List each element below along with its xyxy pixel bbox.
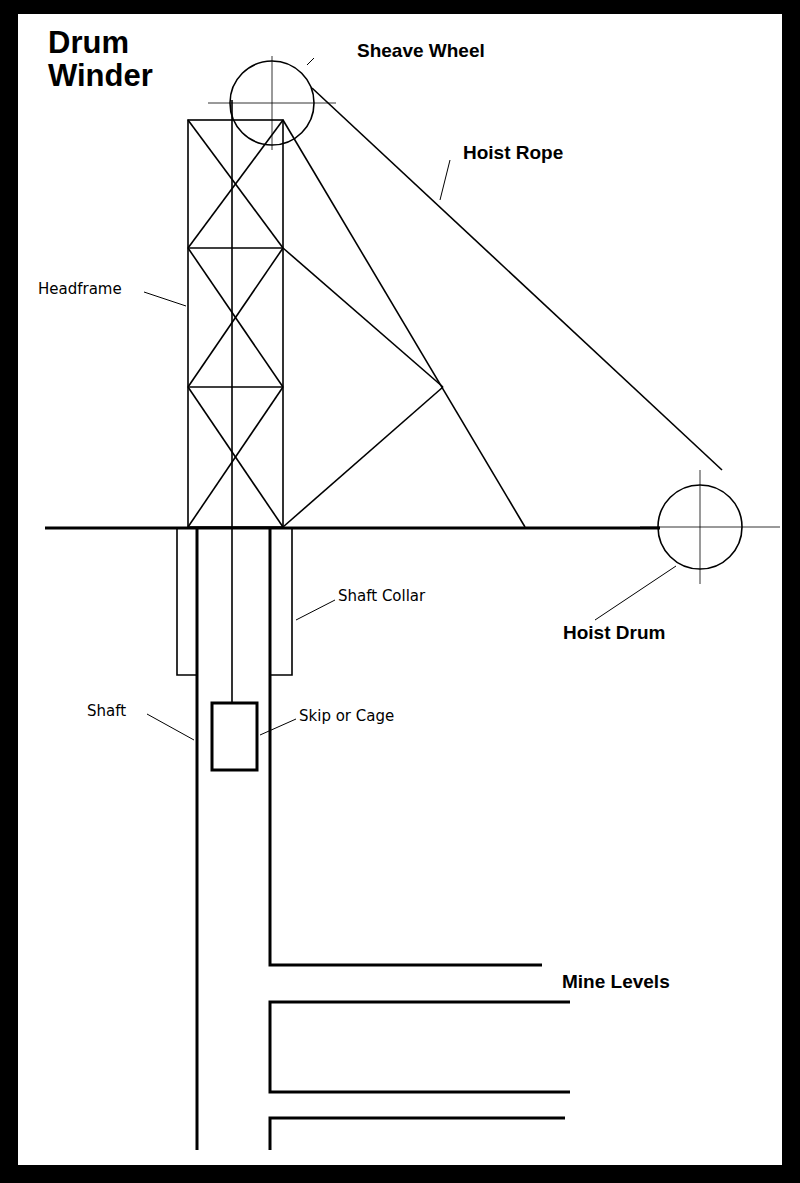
part-label: Hoist Drum [563, 622, 665, 644]
part-label: Hoist Rope [463, 142, 563, 164]
part-label: Mine Levels [562, 971, 670, 993]
part-label: Shaft [87, 703, 126, 720]
part-label: Skip or Cage [299, 708, 394, 725]
diagram-title: Drum Winder [48, 26, 208, 93]
part-label: Shaft Collar [338, 588, 425, 605]
part-label: Sheave Wheel [357, 40, 485, 62]
part-label: Headframe [38, 281, 122, 298]
